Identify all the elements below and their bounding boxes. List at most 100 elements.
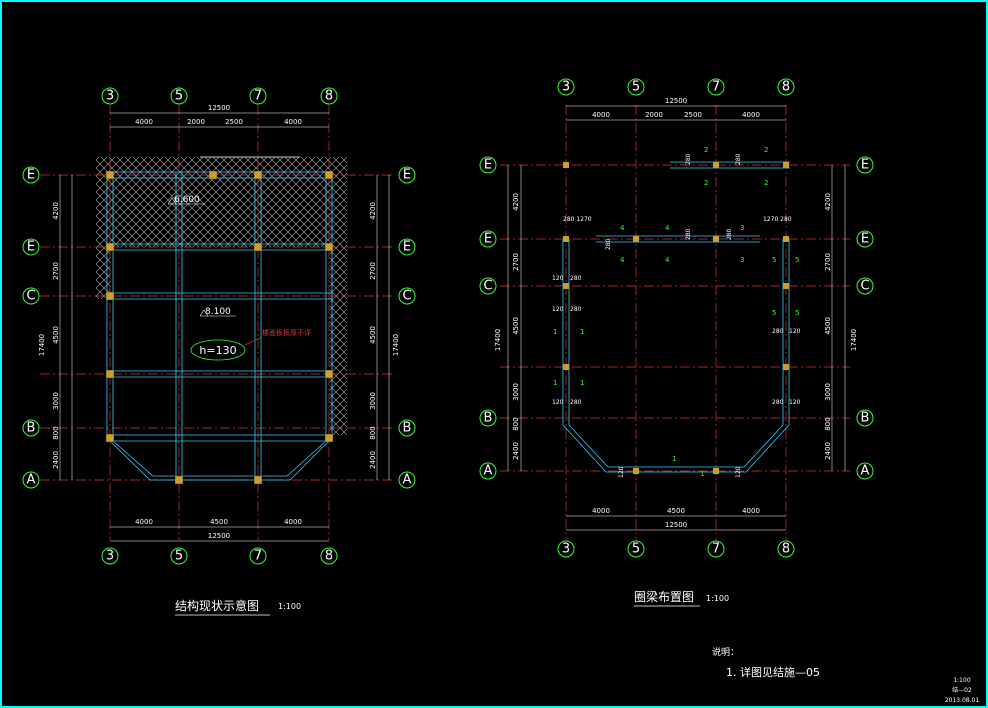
right-axis-e2: E — [484, 232, 492, 247]
section-mark-5-d: 5 — [795, 309, 799, 317]
beam-dim-120-r2: 120 — [789, 399, 801, 406]
left-top-span-4: 4000 — [284, 118, 302, 126]
section-mark-1-e: 1 — [672, 455, 676, 463]
beam-dim-120-l2: 120 — [552, 306, 564, 313]
left-bottom-span-2: 4500 — [210, 518, 228, 526]
right-side-span-1: 4200 — [512, 193, 520, 211]
beam-dim-120-b2: 120 — [735, 466, 742, 478]
section-mark-1-f: 1 — [700, 470, 704, 478]
right-drawing-scale: 1:100 — [706, 594, 729, 603]
left-drawing-scale: 1:100 — [278, 602, 301, 611]
right-side-span-6: 2400 — [512, 442, 520, 460]
hatch-top-area — [96, 157, 347, 247]
right-bottom-total: 12500 — [665, 521, 687, 529]
section-mark-2-d: 2 — [764, 179, 768, 187]
right-r-axis-b: B — [861, 411, 870, 426]
left-side-span-4: 3000 — [52, 392, 60, 410]
note-leader — [244, 336, 263, 346]
right-bottom-axis-3: 3 — [562, 542, 570, 557]
right-top-span-3: 2500 — [684, 111, 702, 119]
section-mark-1-a: 1 — [553, 328, 557, 336]
left-right-axis-e2: E — [403, 240, 411, 255]
right-rside-span-2: 2700 — [824, 253, 832, 271]
left-bottom-axis-3: 3 — [106, 549, 114, 564]
right-ring-beam-plan — [500, 105, 850, 540]
title-block-date: 2013.08.01 — [945, 697, 980, 704]
left-axis-b: B — [27, 421, 36, 436]
beam-dim-280-1270: 280 1270 — [563, 216, 592, 223]
left-bottom-total: 12500 — [208, 532, 230, 540]
right-bottom-axis-8: 8 — [782, 542, 790, 557]
left-top-span-3: 2500 — [225, 118, 243, 126]
hatch-right-strip — [330, 247, 347, 435]
section-mark-2-c: 2 — [704, 179, 708, 187]
left-columns — [105, 170, 334, 485]
left-top-axis-8: 8 — [325, 89, 333, 104]
slab-thickness: h=130 — [199, 344, 236, 357]
axis-bubbles — [22, 78, 874, 565]
section-mark-5-b: 5 — [795, 256, 799, 264]
right-side-span-4: 3000 — [512, 383, 520, 401]
left-structure-plan — [40, 105, 395, 542]
title-block-drawing-no: 结—02 — [952, 686, 972, 694]
right-top-axis-5: 5 — [632, 80, 640, 95]
right-side-span-3: 4500 — [512, 317, 520, 335]
section-mark-4-d: 4 — [665, 256, 670, 264]
left-top-span-1: 4000 — [135, 118, 153, 126]
left-rside-span-5: 800 — [369, 426, 377, 439]
level-6600: 6.600 — [174, 195, 200, 205]
left-top-axis-7: 7 — [254, 89, 262, 104]
beam-dim-280-r1: 280 — [772, 328, 784, 335]
right-rside-total: 17400 — [850, 329, 858, 351]
left-top-total: 12500 — [208, 104, 230, 112]
title-block-scale: 1:100 — [953, 677, 970, 684]
left-top-span-2: 2000 — [187, 118, 205, 126]
beam-dim-280-mid-b: 280 — [685, 228, 692, 240]
right-axis-lines — [500, 105, 850, 540]
left-rside-span-3: 4500 — [369, 326, 377, 344]
hatch-left-strip — [96, 247, 110, 299]
section-mark-1-d: 1 — [580, 379, 584, 387]
left-top-axis-3: 3 — [106, 89, 114, 104]
left-axis-c: C — [26, 289, 35, 304]
right-r-axis-c: C — [860, 279, 869, 294]
section-mark-4-a: 4 — [620, 224, 625, 232]
left-bottom-axis-8: 8 — [325, 549, 333, 564]
level-8100: 8.100 — [205, 307, 231, 317]
left-beams — [106, 156, 333, 481]
slab-thickness-unknown-note: 楼面板板厚不详 — [262, 328, 311, 337]
right-bottom-span-2: 4500 — [667, 507, 685, 515]
beam-dim-120-l3: 120 — [552, 399, 564, 406]
right-drawing-title: 圈梁布置图 — [634, 589, 694, 604]
left-bottom-span-3: 4000 — [284, 518, 302, 526]
left-side-span-1: 4200 — [52, 202, 60, 220]
left-bottom-span-1: 4000 — [135, 518, 153, 526]
beam-dim-280-mid-c: 280 — [726, 228, 733, 240]
left-side-span-2: 2700 — [52, 262, 60, 280]
right-top-axis-7: 7 — [712, 80, 720, 95]
section-mark-5-a: 5 — [772, 256, 776, 264]
beam-dim-120-r1: 120 — [789, 328, 801, 335]
right-side-total: 17400 — [494, 329, 502, 351]
notes-heading: 说明： — [712, 646, 739, 658]
slab-thickness-ellipse — [190, 339, 246, 361]
right-rside-span-5: 800 — [824, 417, 832, 430]
section-mark-1-c: 1 — [553, 379, 557, 387]
right-columns — [563, 162, 789, 474]
beam-dim-280-l1: 280 — [570, 275, 582, 282]
left-rside-span-4: 3000 — [369, 392, 377, 410]
left-side-span-6: 2400 — [52, 451, 60, 469]
right-axis-b: B — [484, 411, 493, 426]
section-mark-5-c: 5 — [772, 309, 776, 317]
beam-dim-280-top-a: 280 — [685, 153, 692, 165]
left-rside-span-6: 2400 — [369, 451, 377, 469]
beam-dim-280-l2: 280 — [570, 306, 582, 313]
beam-dim-280-mid-a: 280 — [605, 238, 612, 250]
beam-dim-1270-280: 1270 280 — [763, 216, 792, 223]
left-right-axis-e1: E — [403, 168, 411, 183]
right-top-axis-8: 8 — [782, 80, 790, 95]
right-r-axis-e1: E — [861, 158, 869, 173]
right-ring-beams — [562, 161, 790, 473]
